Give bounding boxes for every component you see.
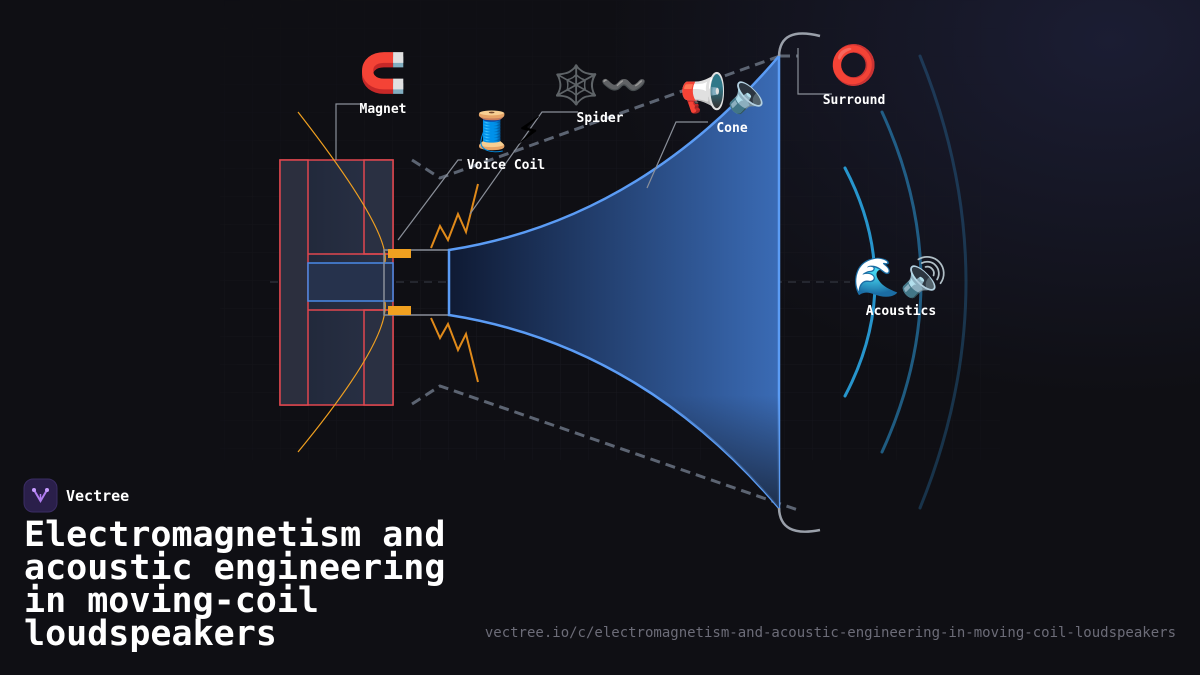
surround-arc-bottom [777,507,821,533]
surround-icon: ⭕ [830,43,878,87]
label-magnet: Magnet [359,102,407,117]
page-title: Electromagnetism and acoustic engineerin… [24,515,446,654]
pole-piece [307,262,394,302]
sound-wave-1 [843,166,877,398]
acoustics-icon: 🌊🔊 [852,255,948,299]
label-acoustics: Acoustics [865,304,937,319]
voice-coil-winding-top [388,249,411,258]
label-cone: Cone [716,121,748,136]
surround-arc-top [777,32,821,57]
spider-line-bottom [411,384,799,512]
force-zigzag-bottom [430,317,479,383]
sound-wave-2 [880,110,923,454]
label-voice-coil: Voice Coil [466,158,546,173]
brand-logo [24,479,57,512]
force-zigzag-top [430,183,479,249]
brand: Vectree [24,479,129,512]
magnet-assembly [279,159,394,406]
label-surround: Surround [822,93,886,108]
leader-lines [335,48,832,241]
spider-line-top [411,54,781,180]
magnet-icon: 🧲 [359,51,407,95]
spider-icon: 🕸️〰️ [552,63,648,107]
source-url[interactable]: vectree.io/c/electromagnetism-and-acoust… [484,625,1176,641]
voice-coil-icon: 🧵⚡ [468,109,542,153]
cone-icon: 📢🔈 [679,71,775,115]
brand-logo-mark [23,478,58,513]
brand-name: Vectree [66,486,130,505]
sound-wave-3 [918,54,968,510]
voice-coil-winding-bottom [388,306,411,315]
label-spider: Spider [576,111,624,126]
